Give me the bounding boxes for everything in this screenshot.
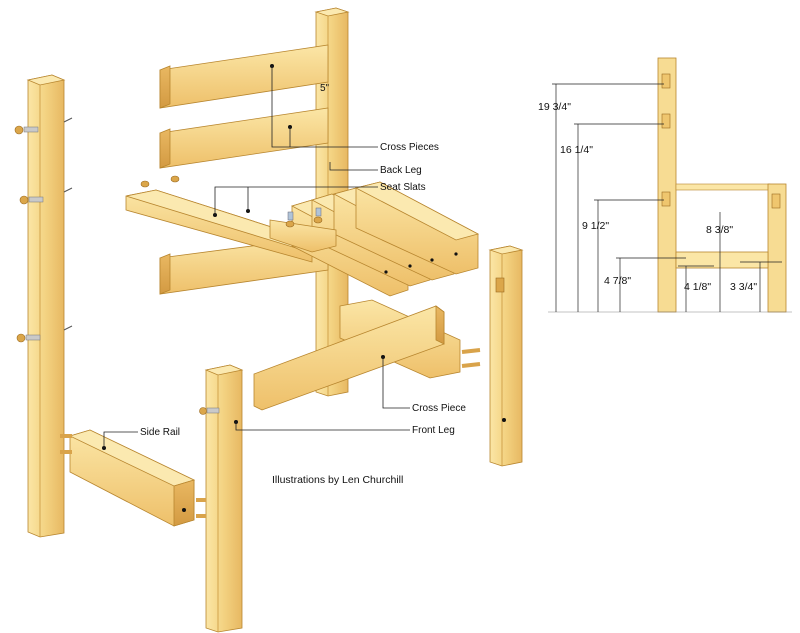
back-leg-label: Back Leg: [380, 165, 422, 176]
five-inch-label: 5": [320, 83, 330, 94]
left-back-leg: [26, 74, 66, 538]
dim-16-1-4: 16 1/4": [560, 144, 593, 156]
cross-pieces-label: Cross Pieces: [380, 142, 439, 153]
leader-lines: [103, 66, 410, 448]
left-front-leg: [199, 364, 244, 633]
dim-4-7-8: 4 7/8": [604, 275, 631, 287]
cross-piece-lower: [159, 107, 329, 169]
seat-slats-label: Seat Slats: [380, 182, 426, 193]
side-rail: [60, 429, 206, 527]
right-front-leg: [488, 245, 524, 467]
dim-4-1-8: 4 1/8": [684, 281, 711, 293]
side-rail-label: Side Rail: [140, 427, 180, 438]
front-cross-piece: [253, 305, 481, 411]
dim-8-3-8: 8 3/8": [706, 224, 733, 236]
seat-plugs: [140, 175, 323, 228]
dim-19-3-4: 19 3/4": [538, 101, 571, 113]
side-elevation: [548, 57, 792, 313]
cross-piece-label: Cross Piece: [412, 403, 466, 414]
dim-9-1-2: 9 1/2": [582, 220, 609, 232]
seat-slats: [290, 181, 480, 297]
dim-3-3-4: 3 3/4": [730, 281, 757, 293]
cross-piece-upper: [159, 44, 329, 109]
left-leg-dowels: [14, 117, 73, 343]
illustration-credit: Illustrations by Len Churchill: [272, 474, 403, 486]
dimension-lines: [552, 83, 782, 312]
front-leg-label: Front Leg: [412, 425, 455, 436]
seat-front-block: [269, 219, 337, 253]
